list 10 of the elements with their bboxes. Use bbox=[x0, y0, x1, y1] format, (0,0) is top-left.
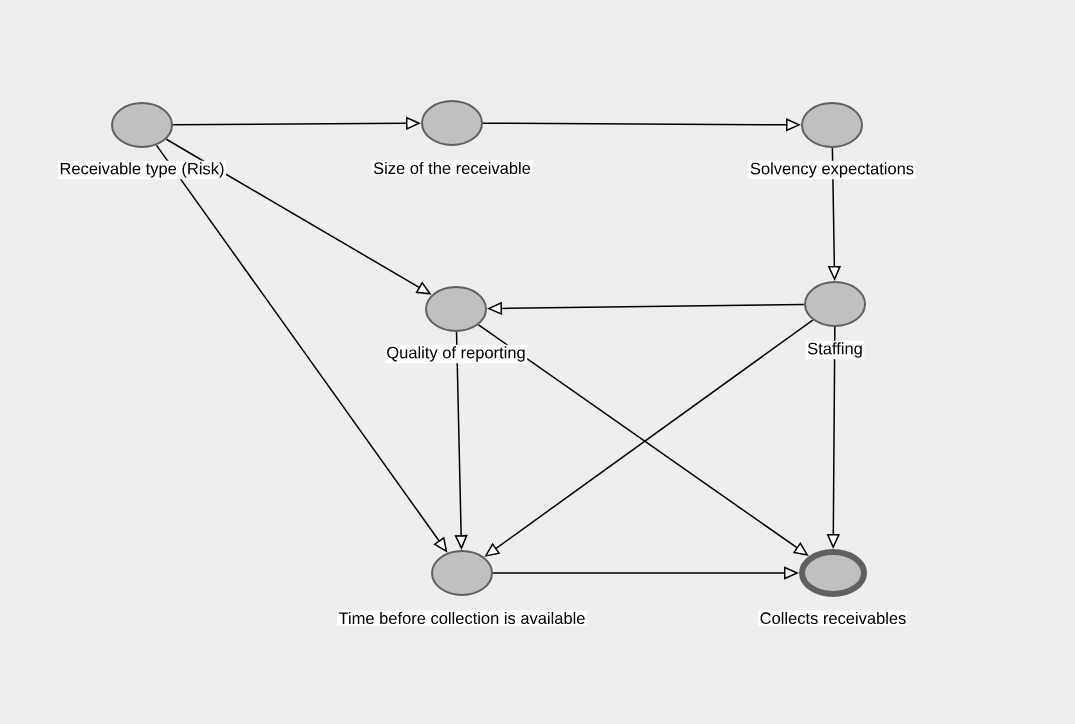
variable-ellipse bbox=[425, 286, 487, 332]
node-label: Collects receivables bbox=[758, 610, 908, 626]
variable-ellipse bbox=[421, 100, 483, 146]
variable-ellipse bbox=[111, 102, 173, 148]
node-label: Size of the receivable bbox=[371, 160, 533, 176]
variable-ellipse bbox=[801, 102, 863, 148]
node-label: Time before collection is available bbox=[337, 610, 587, 626]
variable-ellipse bbox=[804, 281, 866, 327]
outcome-ellipse bbox=[799, 549, 867, 597]
variable-ellipse bbox=[431, 550, 493, 596]
